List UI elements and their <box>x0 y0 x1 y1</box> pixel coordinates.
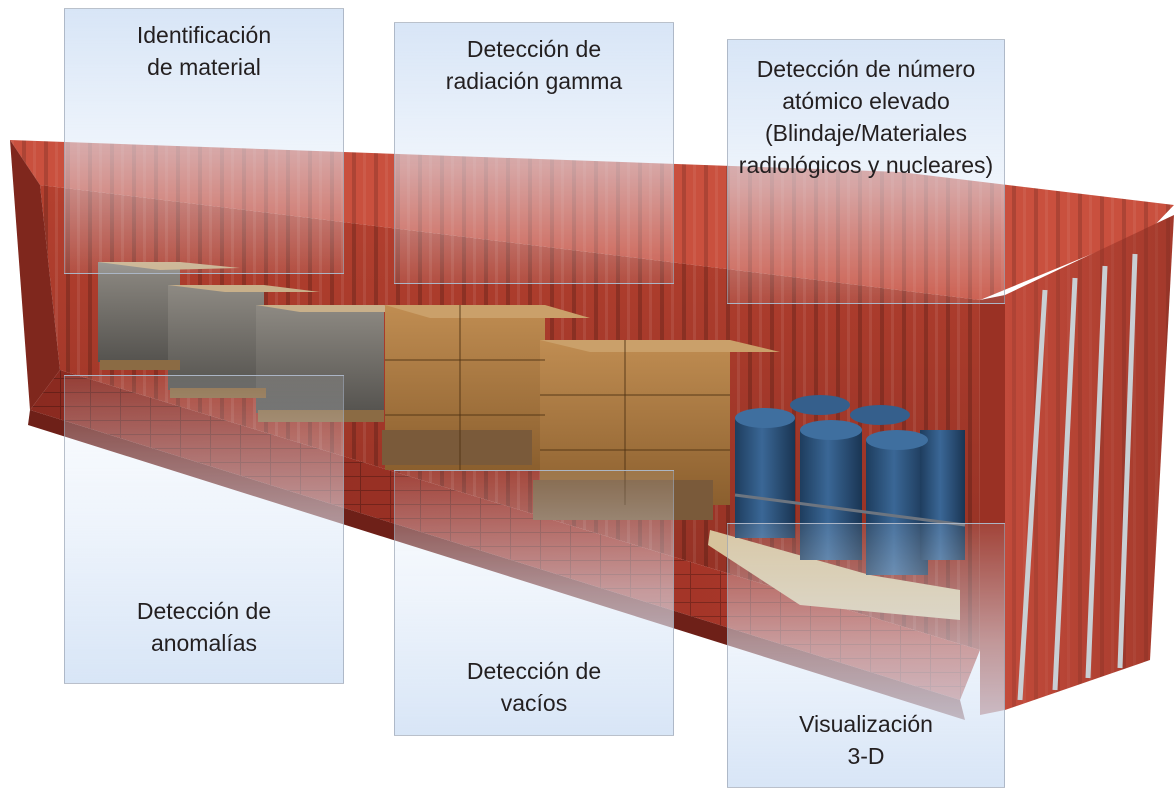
material-identification-label: Identificación de material <box>136 22 272 80</box>
visualization-3d-label: Visualización 3-D <box>799 711 933 769</box>
anomaly-detection-label: Detección de anomalías <box>136 598 272 656</box>
panel-gamma-radiation-detection: Detección de radiación gamma <box>394 22 674 284</box>
void-detection-label: Detección de vacíos <box>466 658 602 716</box>
door-lock-bars <box>1017 253 1138 701</box>
panel-3d-visualization: Visualización 3-D <box>727 523 1005 788</box>
high-z-detection-label: Detección de número atómico elevado (Bli… <box>738 56 994 178</box>
container-end-wall <box>10 140 60 410</box>
panel-material-identification: Identificación de material <box>64 8 344 274</box>
gamma-radiation-detection-label: Detección de radiación gamma <box>445 36 623 94</box>
panel-anomaly-detection: Detección de anomalías <box>64 375 344 684</box>
panel-high-z-detection: Detección de número atómico elevado (Bli… <box>727 39 1005 304</box>
wrapped-pallets <box>98 262 420 422</box>
panel-void-detection: Detección de vacíos <box>394 470 674 736</box>
